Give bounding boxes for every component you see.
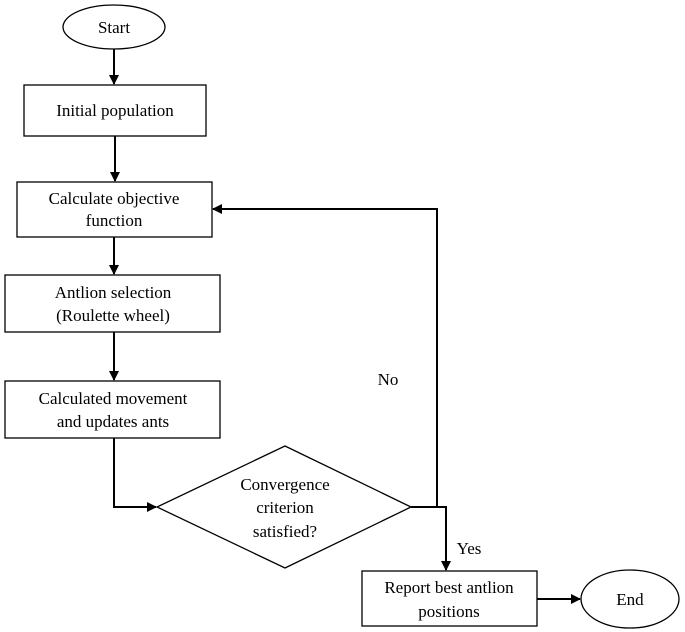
start-node: Start [62, 4, 166, 50]
antlion-selection-label-line1: Antlion selection [55, 283, 172, 302]
convergence-label-line3: satisfied? [253, 522, 317, 541]
calculated-movement-label-line2: and updates ants [57, 412, 169, 431]
antlion-selection-node: Antlion selection (Roulette wheel) [4, 274, 221, 333]
report-best-label-line2: positions [418, 602, 479, 621]
calculated-movement-label-line1: Calculated movement [39, 389, 188, 408]
calculated-movement-node: Calculated movement and updates ants [4, 380, 221, 439]
calculate-objective-label-line1: Calculate objective [49, 189, 180, 208]
start-label: Start [98, 18, 130, 37]
end-node: End [580, 569, 680, 629]
report-best-label-line1: Report best antlion [384, 578, 514, 597]
arrow-convergence-no-loop [212, 204, 438, 508]
convergence-label-line2: criterion [256, 498, 314, 517]
edge-label-no: No [378, 370, 399, 389]
end-label: End [616, 590, 644, 609]
antlion-selection-label-line2: (Roulette wheel) [56, 306, 170, 325]
arrow-convergence-yes [437, 506, 451, 571]
convergence-decision-node: Convergence criterion satisfied? [155, 445, 413, 569]
report-best-node: Report best antlion positions [361, 570, 538, 627]
initial-population-label: Initial population [56, 101, 174, 120]
initial-population-node: Initial population [23, 84, 207, 137]
convergence-label-line1: Convergence [240, 475, 329, 494]
edge-label-yes: Yes [457, 539, 482, 558]
calculate-objective-label-line2: function [86, 211, 143, 230]
arrow-movement-to-convergence [113, 438, 157, 512]
calculate-objective-node: Calculate objective function [16, 181, 213, 238]
